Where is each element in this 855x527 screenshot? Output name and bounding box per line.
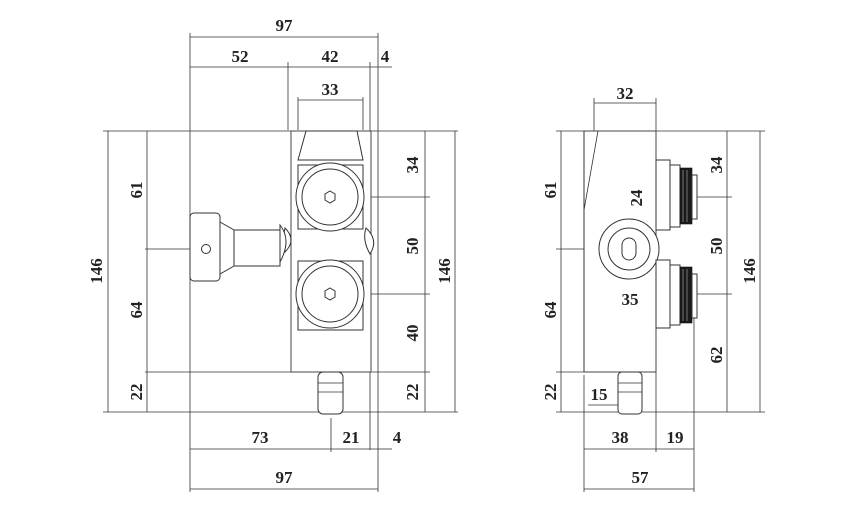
- dim-front-bottom-right: 4: [393, 428, 402, 447]
- dim-side-hole: 35: [622, 290, 639, 309]
- dim-side-bottom-overall: 57: [632, 468, 650, 487]
- dim-front-bottom-middle: 21: [343, 428, 360, 447]
- side-upper-nozzle: [655, 159, 698, 231]
- dim-front-top-right: 4: [381, 47, 390, 66]
- dim-side-right-lower: 62: [707, 347, 726, 364]
- dim-front-top-left: 52: [232, 47, 249, 66]
- front-dimension-lines: [103, 33, 458, 492]
- dim-front-top-middle: 42: [322, 47, 339, 66]
- dim-front-top-overall: 97: [276, 16, 294, 35]
- front-dimension-labels: 97 52 42 4 33 34 50 40 22 146 146 61 64 …: [87, 16, 454, 487]
- dim-front-left-upper: 61: [127, 182, 146, 199]
- dim-front-left-overall: 146: [87, 258, 106, 284]
- dim-side-right-overall: 146: [740, 258, 759, 284]
- dim-side-bolt: 24: [627, 189, 646, 207]
- dim-front-right-upper: 34: [403, 156, 422, 174]
- front-view: 97 52 42 4 33 34 50 40 22 146 146 61 64 …: [87, 16, 458, 492]
- dim-front-bottom-overall: 97: [276, 468, 294, 487]
- dim-front-right-middle: 50: [403, 238, 422, 255]
- dim-side-left-upper: 61: [541, 182, 560, 199]
- dim-side-bottom-right: 19: [667, 428, 684, 447]
- dim-front-right-lower: 40: [403, 325, 422, 342]
- side-view: 32 61 64 22 24 35 15 34 50 62 146 38 19 …: [541, 84, 765, 492]
- dim-side-small: 15: [591, 385, 608, 404]
- dim-front-right-bottom: 22: [403, 384, 422, 401]
- dim-front-left-middle: 64: [127, 301, 146, 319]
- dim-side-right-upper: 34: [707, 156, 726, 174]
- dim-side-top-width: 32: [617, 84, 634, 103]
- side-dimension-labels: 32 61 64 22 24 35 15 34 50 62 146 38 19 …: [541, 84, 759, 487]
- dim-front-right-overall: 146: [435, 258, 454, 284]
- dim-front-left-bottom: 22: [127, 384, 146, 401]
- side-body: [583, 130, 660, 415]
- dim-side-left-middle: 64: [541, 301, 560, 319]
- dim-side-left-bottom: 22: [541, 384, 560, 401]
- dim-front-wheel-width: 33: [322, 80, 339, 99]
- front-left-handle: [189, 212, 287, 282]
- dim-front-bottom-left: 73: [252, 428, 269, 447]
- dim-side-bottom-left: 38: [612, 428, 629, 447]
- front-body: [283, 130, 375, 415]
- dim-side-right-middle: 50: [707, 238, 726, 255]
- side-lower-nozzle: [655, 259, 698, 329]
